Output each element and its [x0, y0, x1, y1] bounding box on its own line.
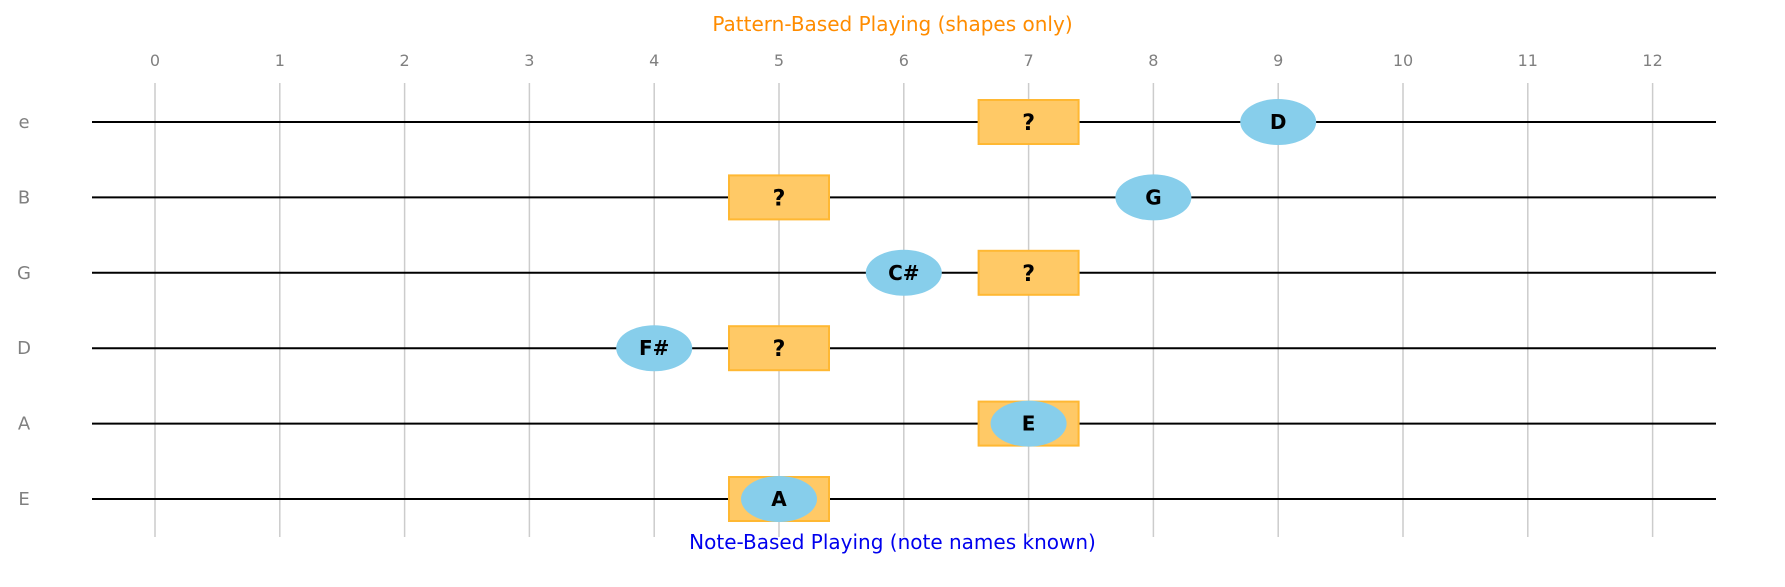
note-name-label: G: [1145, 185, 1161, 209]
note-marker: [1115, 174, 1192, 221]
pattern-mark-label: ?: [773, 186, 786, 211]
fret-number-label: 9: [1273, 51, 1283, 70]
pattern-title: Pattern-Based Playing (shapes only): [712, 12, 1073, 36]
pattern-mark-label: ?: [773, 337, 786, 362]
pattern-box: [977, 249, 1080, 296]
fret-number-label: 7: [1024, 51, 1034, 70]
note-name-label: E: [1022, 412, 1036, 436]
note-name-label: C#: [888, 261, 919, 285]
pattern-box: [728, 325, 830, 372]
pattern-mark-label: ?: [1022, 262, 1035, 287]
fret-number-label: 12: [1642, 51, 1662, 70]
note-name-label: A: [771, 487, 787, 511]
fret-number-label: 6: [899, 51, 909, 70]
fret-number-label: 10: [1393, 51, 1413, 70]
string-name-label: D: [17, 338, 31, 359]
string-name-label: G: [17, 263, 31, 284]
fret-number-label: 5: [774, 51, 784, 70]
fret-number-label: 11: [1518, 51, 1538, 70]
string-name-label: E: [18, 489, 29, 510]
pattern-box: [977, 99, 1080, 145]
note-marker: [865, 249, 942, 296]
fret-number-label: 1: [275, 51, 285, 70]
string-name-label: B: [18, 187, 30, 208]
fret-number-label: 4: [649, 51, 659, 70]
pattern-box: [728, 174, 830, 221]
fret-number-label: 3: [524, 51, 534, 70]
note-marker: [1240, 99, 1317, 145]
note-name-label: F#: [639, 336, 669, 360]
fret-number-label: 8: [1148, 51, 1158, 70]
note-marker: [616, 325, 693, 372]
pattern-mark-label: ?: [1022, 111, 1035, 136]
string-name-label: A: [18, 414, 31, 435]
note-marker: [990, 400, 1067, 447]
fret-number-label: 0: [150, 51, 160, 70]
fret-number-label: 2: [400, 51, 410, 70]
note-marker: [741, 476, 817, 522]
note-title: Note-Based Playing (note names known): [689, 530, 1096, 554]
string-name-label: e: [18, 112, 29, 133]
note-name-label: D: [1270, 110, 1287, 134]
